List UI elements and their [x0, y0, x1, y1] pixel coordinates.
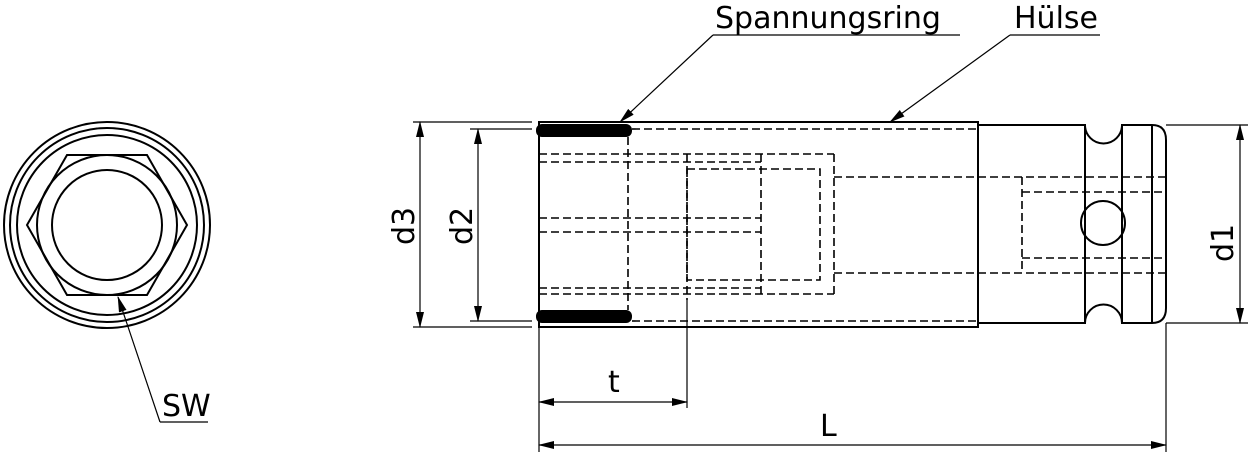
- hex-socket: [25, 154, 189, 296]
- huelse-label: Hülse: [1014, 1, 1098, 36]
- callout-spannungsring: Spannungsring: [619, 1, 960, 123]
- ring-inner-circle: [16, 134, 198, 316]
- d1-label: d1: [1206, 224, 1241, 262]
- end-view: SW: [3, 121, 211, 424]
- sleeve-outline: [538, 121, 979, 328]
- callout-huelse: Hülse: [889, 1, 1100, 123]
- dimension-L: L: [538, 323, 1167, 452]
- d3-label: d3: [387, 207, 422, 245]
- tension-ring-bottom: [536, 310, 632, 323]
- dimension-d3: d3: [387, 121, 532, 328]
- t-label: t: [608, 365, 620, 400]
- spannungsring-label: Spannungsring: [715, 1, 941, 36]
- outer-circle: [3, 121, 211, 329]
- dimension-d2: d2: [445, 128, 532, 322]
- L-label: L: [820, 409, 837, 444]
- sw-leader: [117, 296, 161, 423]
- dimension-d1: d1: [1166, 124, 1248, 324]
- tension-ring-top: [536, 124, 632, 137]
- side-view: [536, 121, 1167, 328]
- sw-label: SW: [162, 389, 211, 424]
- dimension-t: t: [538, 300, 688, 452]
- d2-label: d2: [445, 207, 480, 245]
- hex-inscribed-circle: [36, 154, 178, 296]
- bore-circle: [51, 169, 163, 281]
- ring-circle: [9, 127, 205, 323]
- drive-body: [978, 124, 1167, 324]
- detent-ball: [1080, 200, 1126, 246]
